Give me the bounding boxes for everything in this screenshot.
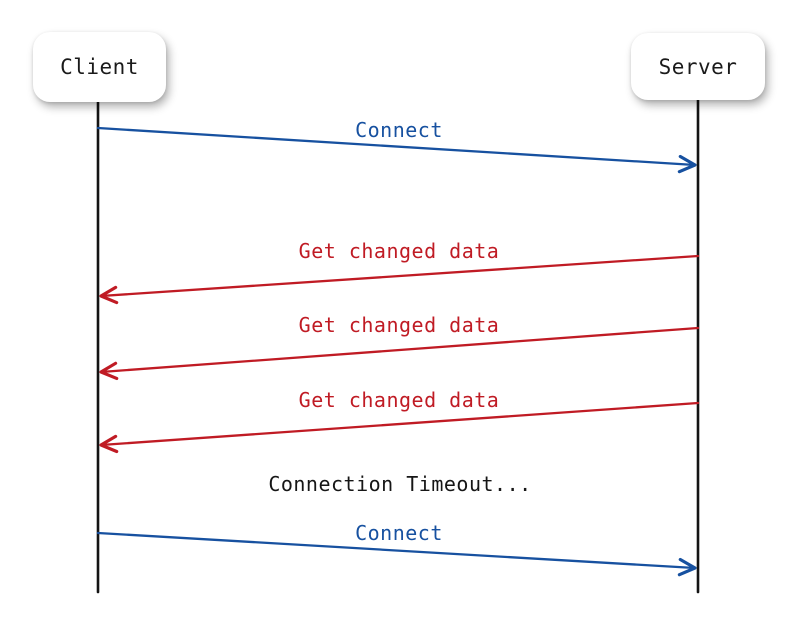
message-label-get-data-2: Get changed data — [298, 313, 500, 337]
note-connection-timeout: Connection Timeout... — [268, 472, 532, 496]
message-arrow-0 — [96, 126, 697, 174]
message-label-connect-1: Connect — [355, 118, 443, 142]
message-arrow-1 — [99, 254, 700, 305]
message-label-get-data-1: Get changed data — [298, 239, 500, 263]
message-label-get-data-3: Get changed data — [298, 388, 500, 412]
participant-box-server: Server — [631, 33, 765, 100]
participant-label-server: Server — [658, 54, 738, 79]
message-arrow-5 — [96, 531, 697, 577]
message-arrow-3 — [99, 401, 700, 454]
message-arrow-2 — [99, 326, 700, 381]
participant-label-client: Client — [60, 55, 139, 79]
message-label-connect-2: Connect — [355, 521, 443, 545]
participant-box-client: Client — [33, 32, 166, 102]
